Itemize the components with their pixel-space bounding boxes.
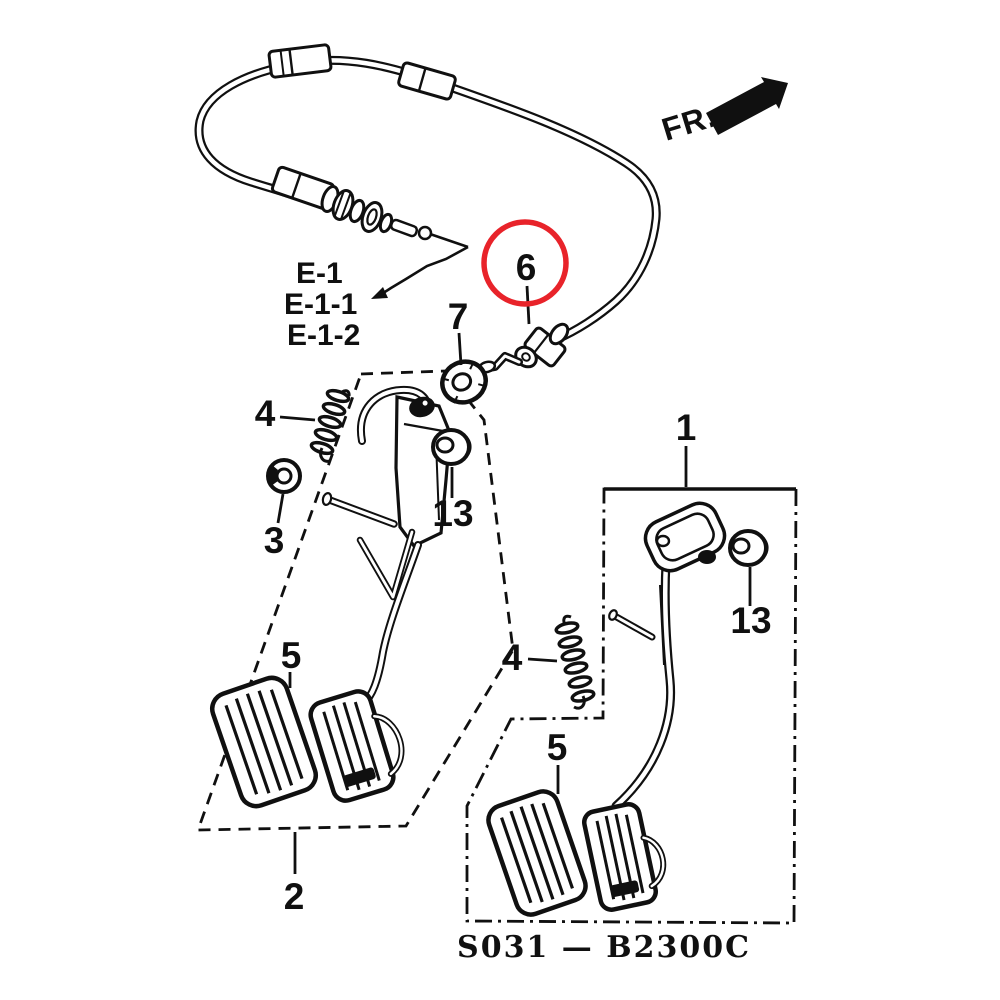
highlight-circle: [481, 219, 569, 307]
right-assembly-box: [465, 487, 798, 925]
nut: [266, 458, 302, 494]
callout-1[interactable]: 1: [676, 407, 697, 487]
fr-arrow-icon: [706, 77, 788, 135]
return-spring-right: [554, 614, 596, 710]
brake-pedal-pad-right: [486, 789, 588, 917]
accelerator-pedal-pad: [582, 802, 667, 912]
callout-4-left-label[interactable]: 4: [255, 393, 276, 434]
fr-direction: FR.: [658, 77, 788, 148]
reference-label-e1[interactable]: E-1: [296, 257, 343, 290]
brake-pedal-pad: [308, 689, 405, 803]
fr-label: FR.: [658, 97, 721, 147]
accelerator-bracket: [643, 501, 727, 573]
callout-13-right[interactable]: 13: [730, 567, 772, 641]
callout-5-left-label[interactable]: 5: [281, 635, 302, 676]
callout-13-right-label[interactable]: 13: [730, 600, 771, 641]
cable-ferrule-top-left: [267, 43, 333, 79]
return-spring-left: [309, 388, 351, 463]
cable-adjuster: [320, 185, 469, 249]
reference-arrowhead: [371, 287, 388, 299]
diagram-code: S031 — B2300C: [457, 930, 751, 965]
cable-ferrule-top-right: [397, 61, 457, 101]
reference-labels: E-1 E-1-1 E-1-2: [284, 245, 469, 352]
callout-1-label[interactable]: 1: [676, 407, 697, 448]
reference-label-e12[interactable]: E-1-2: [287, 319, 360, 352]
callout-3[interactable]: 3: [264, 493, 285, 561]
left-pedal-assembly: [210, 385, 452, 809]
callout-5-right[interactable]: 5: [547, 727, 568, 794]
throttle-cable: [194, 43, 661, 374]
cable-end-fitting: [477, 322, 570, 374]
callout-6[interactable]: 6: [516, 247, 537, 325]
callout-4-left[interactable]: 4: [255, 393, 316, 434]
callout-3-label[interactable]: 3: [264, 520, 285, 561]
right-pedal-assembly: [486, 501, 727, 917]
callout-4-right-label[interactable]: 4: [502, 637, 523, 678]
callout-7[interactable]: 7: [448, 296, 469, 366]
callout-4-right[interactable]: 4: [502, 637, 558, 678]
callout-7-label[interactable]: 7: [448, 296, 469, 337]
callout-13-left-label[interactable]: 13: [432, 493, 473, 534]
callout-5-left[interactable]: 5: [281, 635, 302, 688]
callout-2-label[interactable]: 2: [284, 876, 305, 917]
callout-13-left[interactable]: 13: [432, 467, 474, 534]
callout-2[interactable]: 2: [284, 832, 305, 917]
bushing-left: [431, 428, 472, 466]
callout-5-right-label[interactable]: 5: [547, 727, 568, 768]
clutch-pedal-pad: [210, 675, 318, 809]
bushing-right: [728, 529, 769, 567]
grommet: [440, 359, 488, 405]
reference-label-e11[interactable]: E-1-1: [284, 288, 357, 321]
callout-6-label[interactable]: 6: [516, 247, 537, 288]
